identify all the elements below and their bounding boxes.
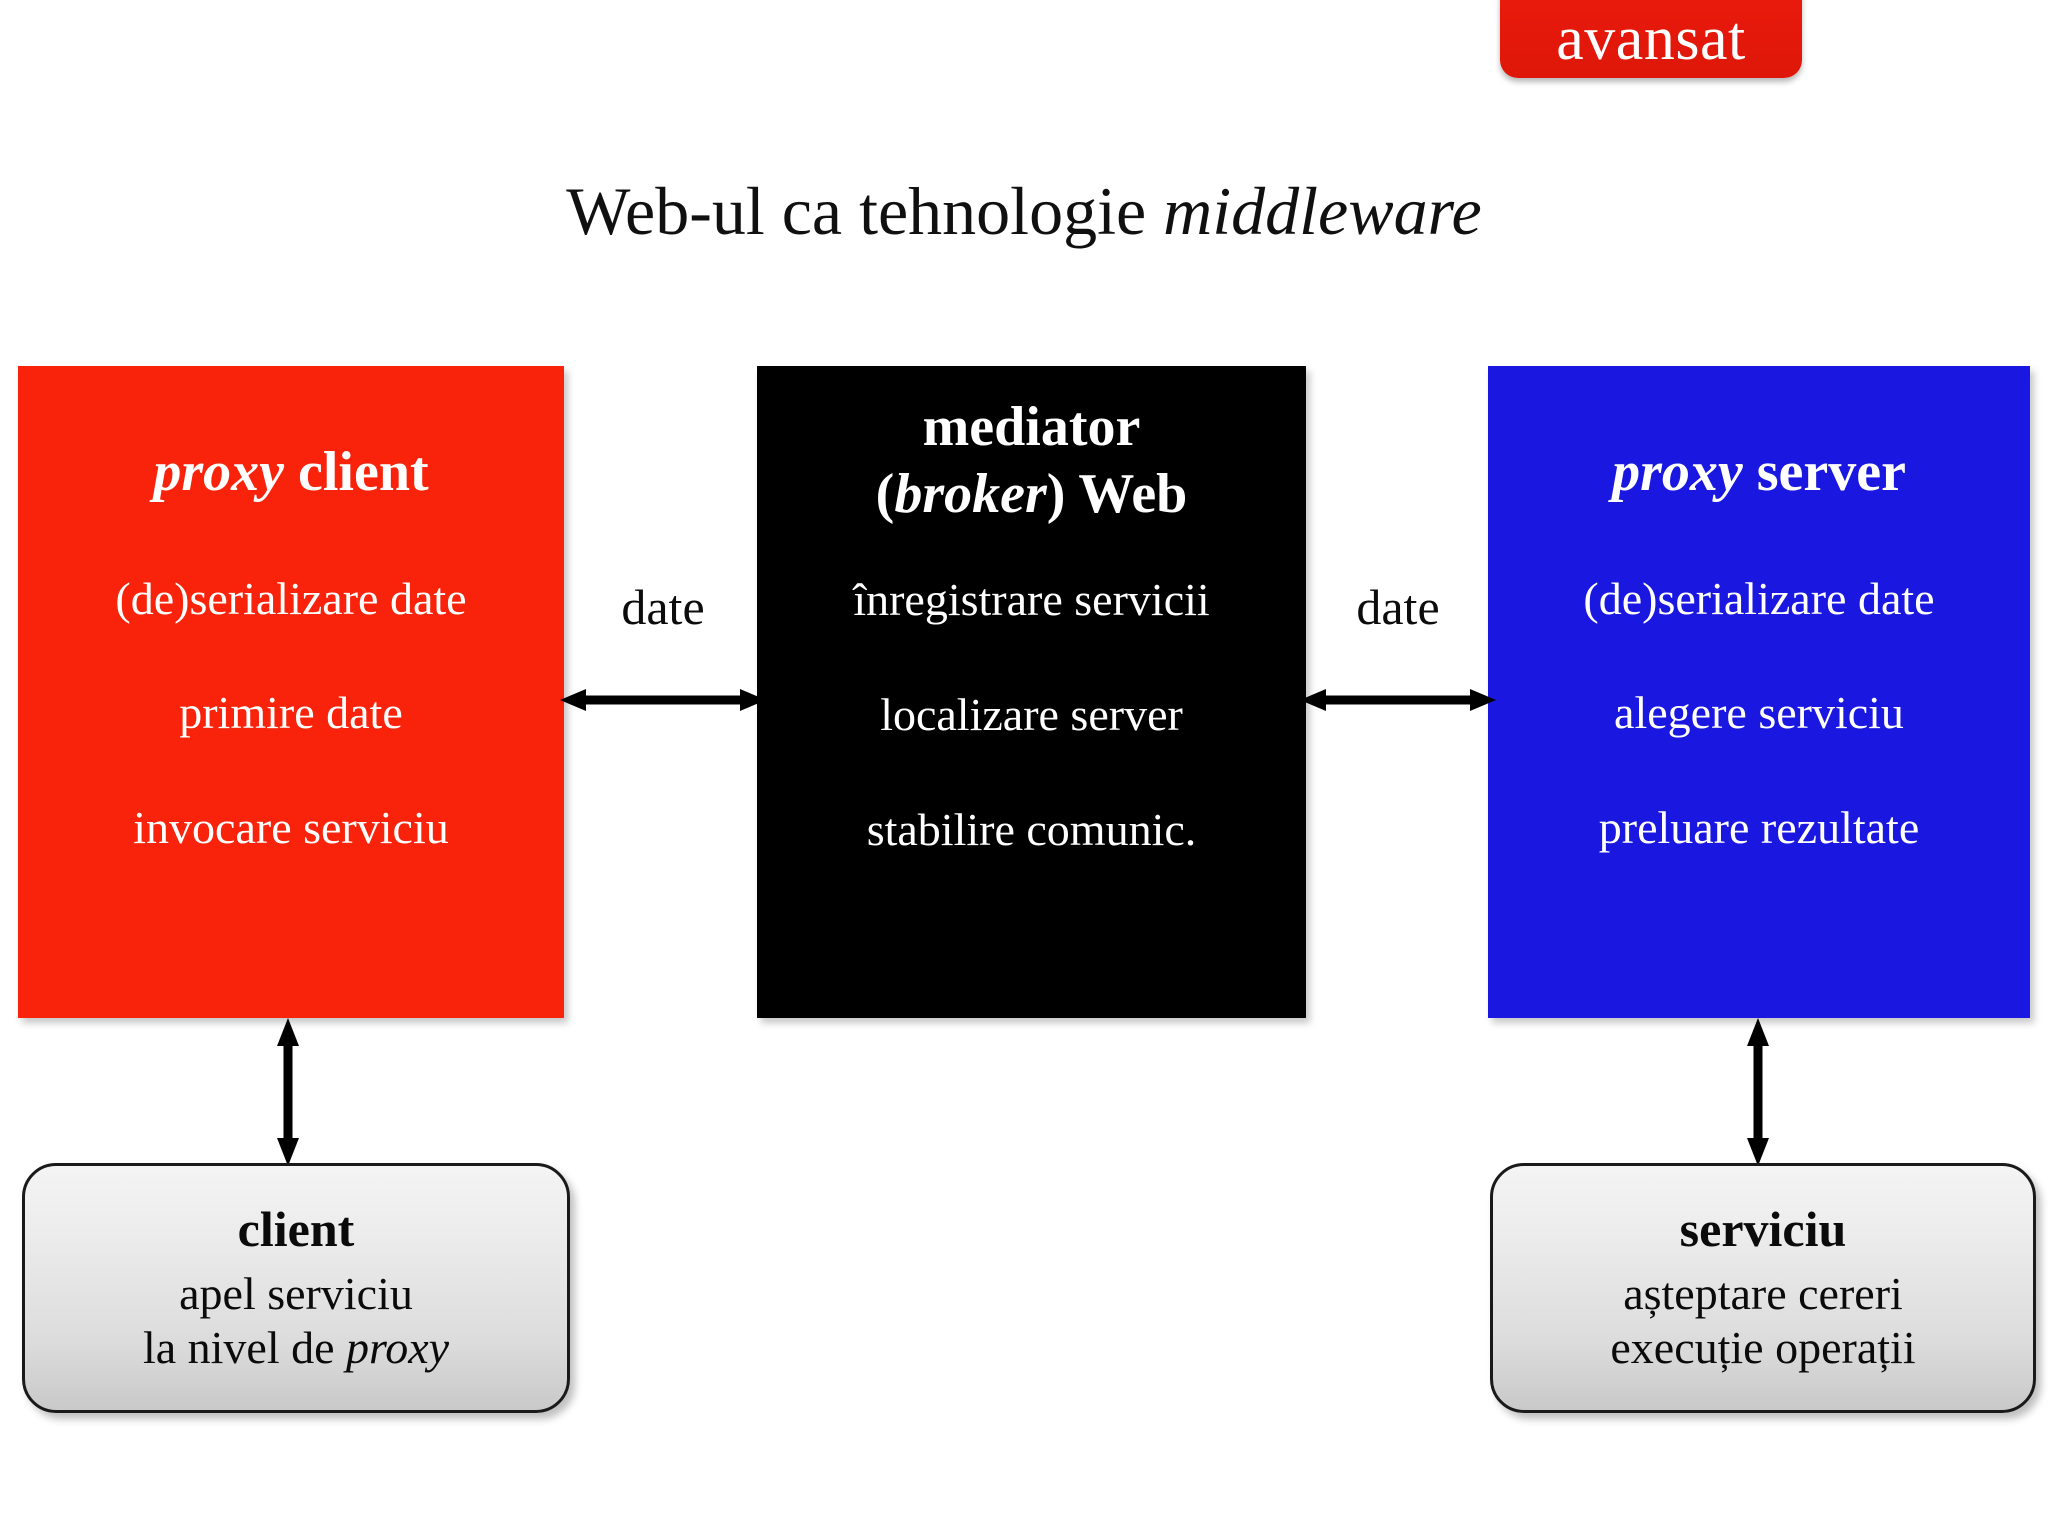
mediator-heading-line-2: (broker) Web xyxy=(876,463,1188,526)
proxy-client-line-2: primire date xyxy=(179,687,403,739)
page-title: Web-ul ca tehnologie middleware xyxy=(0,172,2048,251)
mediator-line-1: înregistrare servicii xyxy=(853,574,1210,626)
double-arrow-horizontal-right-icon xyxy=(1300,688,1496,712)
proxy-client-heading: proxy client xyxy=(153,441,428,504)
proxy-server-heading-italic: proxy xyxy=(1612,441,1743,503)
mediator-heading-italic: broker xyxy=(894,462,1047,525)
mediator-broker-box: mediator (broker) Web înregistrare servi… xyxy=(757,366,1306,1018)
proxy-server-heading: proxy server xyxy=(1612,441,1906,504)
proxy-server-box: proxy server (de)serializare date aleger… xyxy=(1488,366,2030,1018)
client-box-line-2: la nivel de proxy xyxy=(143,1321,449,1374)
serviciu-box-heading: serviciu xyxy=(1679,1201,1847,1258)
proxy-server-line-2: alegere serviciu xyxy=(1614,687,1904,739)
client-box-heading: client xyxy=(237,1201,355,1258)
client-box-line-2-italic: proxy xyxy=(346,1321,450,1373)
mediator-line-3: stabilire comunic. xyxy=(866,803,1197,855)
proxy-client-line-1: (de)serializare date xyxy=(115,572,467,624)
serviciu-box-line-2: execuție operații xyxy=(1610,1321,1916,1373)
double-arrow-horizontal-left-icon xyxy=(560,688,766,712)
client-box-line-2-plain: la nivel de xyxy=(142,1321,347,1373)
client-box: client apel serviciu la nivel de proxy xyxy=(22,1163,570,1413)
double-arrow-vertical-right-icon xyxy=(1745,1018,1771,1166)
page-title-plain: Web-ul ca tehnologie xyxy=(566,173,1164,249)
serviciu-box-line-1: așteptare cereri xyxy=(1623,1268,1903,1320)
proxy-client-heading-plain: client xyxy=(284,441,429,503)
proxy-server-line-1: (de)serializare date xyxy=(1583,572,1935,624)
double-arrow-vertical-left-icon xyxy=(275,1018,301,1166)
avansat-badge: avansat xyxy=(1500,0,1802,78)
mediator-line-2: localizare server xyxy=(880,689,1183,741)
proxy-client-line-3: invocare serviciu xyxy=(133,801,449,853)
proxy-server-heading-plain: server xyxy=(1742,441,1906,503)
proxy-client-box: proxy client (de)serializare date primir… xyxy=(18,366,564,1018)
mediator-heading-paren-open: ( xyxy=(875,462,895,525)
avansat-badge-label: avansat xyxy=(1556,5,1746,73)
client-box-line-1: apel serviciu xyxy=(179,1268,413,1320)
mediator-heading-paren-close: ) Web xyxy=(1046,462,1188,525)
connector-label-right: date xyxy=(1356,579,1440,635)
proxy-server-line-3: preluare rezultate xyxy=(1598,801,1920,853)
connector-label-left: date xyxy=(621,579,705,635)
proxy-client-heading-italic: proxy xyxy=(153,441,285,503)
page-title-italic: middleware xyxy=(1163,173,1482,249)
serviciu-box: serviciu așteptare cereri execuție opera… xyxy=(1490,1163,2036,1413)
mediator-heading-line-1: mediator xyxy=(922,396,1141,458)
